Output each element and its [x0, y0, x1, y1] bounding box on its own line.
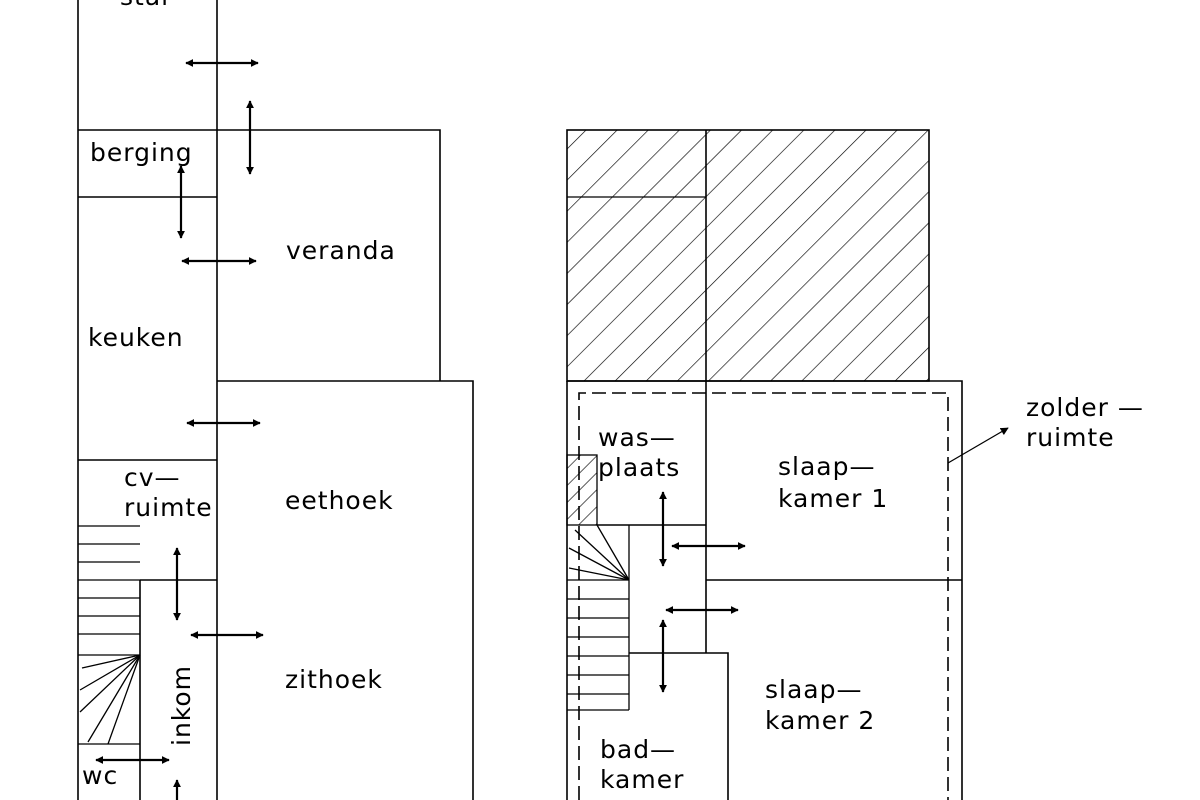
staircase-ground	[78, 525, 141, 745]
room-label-zolder-1: zolder —	[1026, 393, 1144, 422]
room-label-berging: berging	[90, 138, 193, 167]
room-label-cv-1: cv—	[124, 463, 181, 492]
room-label-slaap2-1: slaap—	[765, 675, 862, 704]
room-label-bad-2: kamer	[600, 765, 684, 794]
room-label-wc: wc	[82, 761, 118, 790]
room-label-zolder-2: ruimte	[1026, 423, 1115, 452]
room-label-veranda: veranda	[286, 236, 396, 265]
room-label-slaap1-1: slaap—	[778, 452, 875, 481]
room-label-was-1: was—	[598, 423, 676, 452]
room-label-bad-1: bad—	[600, 735, 676, 764]
room-label-inkom: inkom	[167, 665, 196, 746]
attic-outline	[578, 392, 949, 800]
staircase-upper	[567, 524, 630, 711]
ground-floor: stal berging veranda keuken cv— ruimte e…	[77, 0, 474, 800]
room-label-slaap1-2: kamer 1	[778, 484, 888, 513]
room-label-was-2: plaats	[598, 453, 680, 482]
room-label-cv-2: ruimte	[124, 493, 213, 522]
room-label-zithoek: zithoek	[285, 665, 383, 694]
room-label-slaap2-2: kamer 2	[765, 706, 875, 735]
room-label-stal: stal	[120, 0, 169, 11]
first-floor: was— plaats slaap— kamer 1 slaap— kamer …	[566, 129, 1144, 800]
room-label-eethoek: eethoek	[285, 486, 394, 515]
room-label-keuken: keuken	[88, 323, 184, 352]
